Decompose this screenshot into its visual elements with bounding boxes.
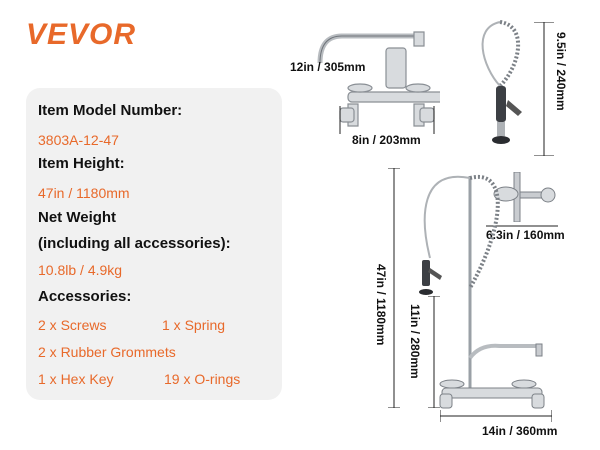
accessory-orings: 19 x O-rings bbox=[164, 371, 241, 387]
sprayer-figure bbox=[470, 16, 522, 144]
weight-label-note: (including all accessories): bbox=[38, 235, 231, 252]
total-height-line bbox=[388, 168, 400, 408]
riser-height-label: 11in / 280mm bbox=[408, 304, 422, 379]
center-width-label: 8in / 203mm bbox=[352, 133, 421, 147]
height-value: 47in / 1180mm bbox=[38, 185, 130, 201]
bracket-dimension-line bbox=[486, 220, 558, 232]
model-value: 3803A-12-47 bbox=[38, 132, 119, 148]
brand-logo: VEVOR bbox=[26, 18, 137, 51]
faucet-spout-figure bbox=[300, 18, 440, 138]
model-label: Item Model Number: bbox=[38, 102, 183, 119]
height-label: Item Height: bbox=[38, 155, 125, 172]
weight-label: Net Weight bbox=[38, 209, 117, 226]
base-width-line bbox=[440, 410, 552, 422]
sprayer-dimension-line bbox=[532, 22, 556, 156]
base-width-label: 14in / 360mm bbox=[482, 424, 558, 438]
full-faucet-figure bbox=[419, 168, 570, 418]
accessory-spring: 1 x Spring bbox=[162, 317, 226, 333]
sprayer-height-label: 9.5in / 240mm bbox=[554, 32, 568, 111]
wall-bracket-figure bbox=[492, 172, 558, 222]
total-height-label: 47in / 1180mm bbox=[374, 264, 388, 346]
bracket-length-label: 6.3in / 160mm bbox=[486, 228, 565, 242]
spout-length-label: 12in / 305mm bbox=[290, 60, 366, 74]
accessory-hex-key: 1 x Hex Key bbox=[38, 371, 114, 387]
riser-height-line bbox=[428, 296, 440, 408]
weight-value: 10.8lb / 4.9kg bbox=[38, 262, 123, 278]
accessories-label: Accessories: bbox=[38, 288, 132, 305]
accessory-grommets: 2 x Rubber Grommets bbox=[38, 344, 176, 360]
spec-card: Item Model Number: 3803A-12-47 Item Heig… bbox=[26, 88, 282, 400]
accessory-screws: 2 x Screws bbox=[38, 317, 107, 333]
